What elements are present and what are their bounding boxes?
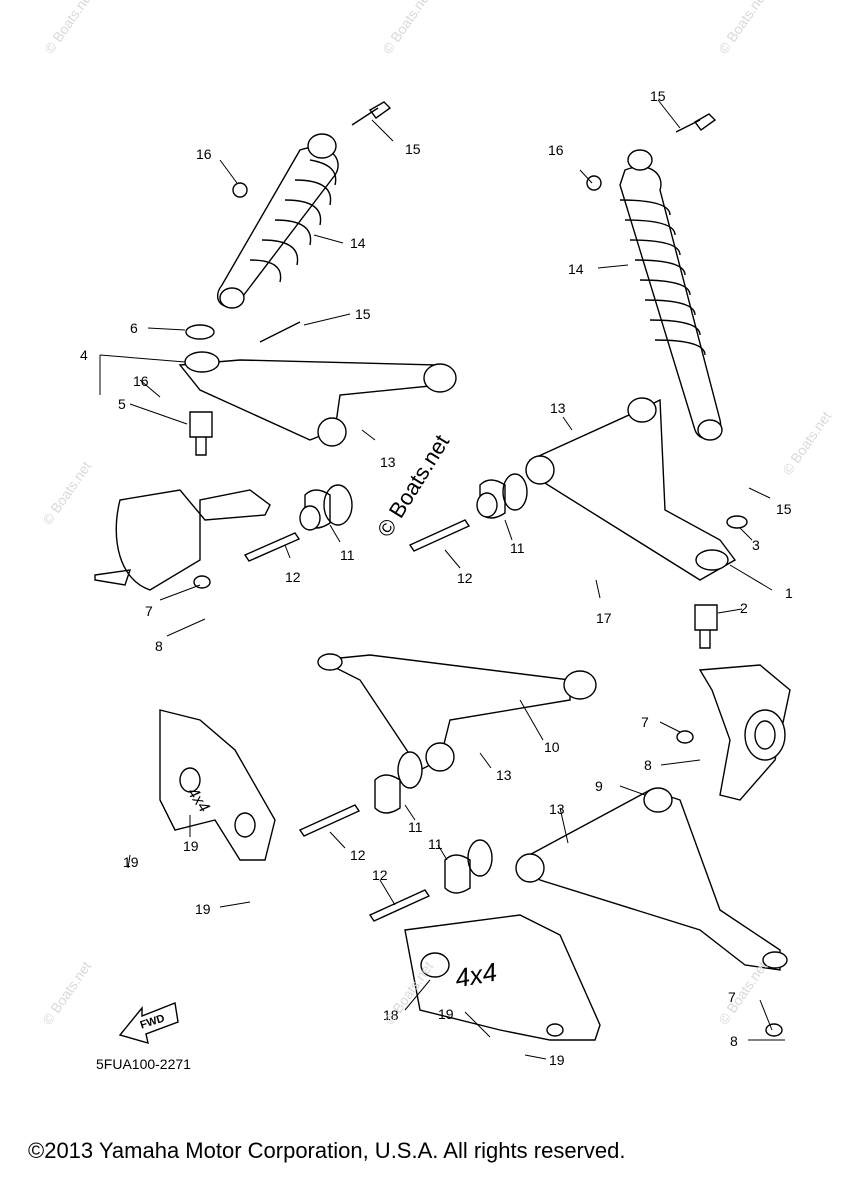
fwd-arrow xyxy=(118,1002,179,1044)
callout-19a: 19 xyxy=(123,854,139,870)
callout-14b: 14 xyxy=(568,261,584,277)
lower-left-arm xyxy=(317,653,597,772)
right-guard-plate-text: 4x4 xyxy=(452,956,500,994)
callout-3: 3 xyxy=(752,537,760,553)
callout-1: 1 xyxy=(785,585,793,601)
callout-8c: 8 xyxy=(730,1033,738,1049)
callout-13b: 13 xyxy=(550,400,566,416)
copyright: ©2013 Yamaha Motor Corporation, U.S.A. A… xyxy=(28,1138,626,1163)
callout-11c: 11 xyxy=(408,819,423,835)
right-knuckle xyxy=(676,664,791,801)
callout-4: 4 xyxy=(80,347,88,363)
callout-7b: 7 xyxy=(641,714,649,730)
callout-17: 18 xyxy=(383,1007,399,1023)
callout-15b: 15 xyxy=(355,306,371,322)
left-shock-absorber xyxy=(216,101,392,309)
callout-13d: 13 xyxy=(549,801,565,817)
callout-14a: 14 xyxy=(350,235,366,251)
callout-11d: 11 xyxy=(428,836,443,852)
callout-13a: 13 xyxy=(380,454,396,470)
callout-7c: 7 xyxy=(728,989,736,1005)
callout-19d: 19 xyxy=(549,1052,565,1068)
callout-12a: 12 xyxy=(285,569,301,585)
right-guard xyxy=(404,914,601,1041)
callout-16a: 16 xyxy=(196,146,212,162)
left-upper-arm xyxy=(178,321,457,456)
right-upper-arm xyxy=(525,397,748,649)
callout-19c: 19 xyxy=(438,1006,454,1022)
callout-16d: 17 xyxy=(596,610,612,626)
callout-12c: 12 xyxy=(350,847,366,863)
callout-13c: 13 xyxy=(496,767,512,783)
callout-10: 10 xyxy=(544,739,560,755)
callout-7a: 7 xyxy=(145,603,153,619)
callout-16b: 16 xyxy=(133,373,149,389)
part-code: 5FUA100-2271 xyxy=(96,1056,191,1072)
callout-8a: 8 xyxy=(155,638,163,654)
left-knuckle xyxy=(94,489,271,591)
callout-15d: 15 xyxy=(776,501,792,517)
callout-6: 6 xyxy=(130,320,138,336)
lower-bushing xyxy=(298,751,493,922)
callout-8b: 8 xyxy=(644,757,652,773)
callout-9: 9 xyxy=(595,778,603,794)
callout-12d: 12 xyxy=(372,867,388,883)
callout-16c: 16 xyxy=(548,142,564,158)
callout-15a: 15 xyxy=(405,141,421,157)
leader-lines xyxy=(99,99,785,1060)
callout-19b: 19 xyxy=(195,901,211,917)
callout-5: 5 xyxy=(118,396,126,412)
callout-12b: 12 xyxy=(457,570,473,586)
right-bushing xyxy=(408,473,528,552)
right-shock-absorber xyxy=(586,113,723,441)
callout-11b: 11 xyxy=(510,540,525,556)
left-guard xyxy=(159,709,276,861)
left-bushing xyxy=(243,484,353,562)
lower-right-arm xyxy=(515,787,788,1037)
callout-18: 19 xyxy=(183,838,199,854)
callout-2: 2 xyxy=(740,600,748,616)
callout-11a: 11 xyxy=(340,547,355,563)
callout-15c: 15 xyxy=(650,88,666,104)
